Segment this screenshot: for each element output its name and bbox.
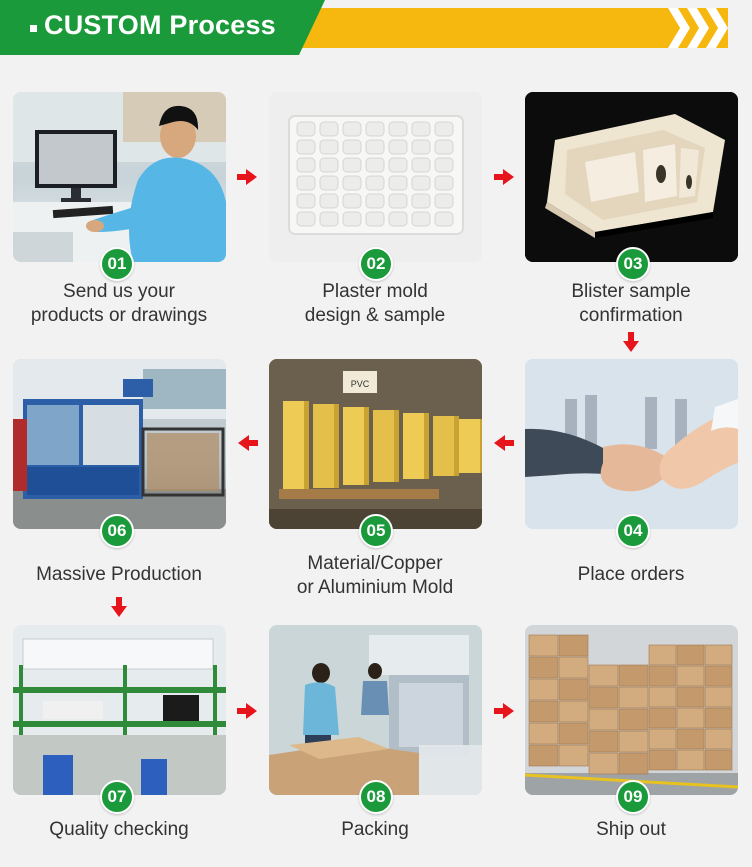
step-08-label: Packing <box>260 818 490 842</box>
arrow-left-icon <box>494 435 514 451</box>
step-09-image <box>525 625 738 795</box>
step-label-line: or Aluminium Mold <box>296 577 454 598</box>
step-01-label: Send us your products or drawings <box>4 280 234 328</box>
arrow-right-icon <box>237 169 257 185</box>
step-badge: 05 <box>359 514 393 548</box>
step-label-line: Plaster mold <box>322 281 428 302</box>
step-05-image: PVC <box>269 359 482 529</box>
pvc-sign-text: PVC <box>351 379 370 389</box>
step-badge: 09 <box>616 780 650 814</box>
step-badge: 04 <box>616 514 650 548</box>
arrow-down-icon <box>623 332 639 352</box>
chevron-right-icon <box>668 8 728 48</box>
step-05-label: Material/Copper or Aluminium Mold <box>260 552 490 600</box>
step-label-line: Material/Copper <box>307 553 443 574</box>
step-badge: 03 <box>616 247 650 281</box>
step-08-image <box>269 625 482 795</box>
step-03-image <box>525 92 738 262</box>
step-label-line: Massive Production <box>36 564 202 585</box>
header-yellow-bar <box>298 8 728 48</box>
arrow-right-icon <box>494 169 514 185</box>
step-label-line: products or drawings <box>30 305 208 326</box>
step-label-line: Blister sample <box>571 281 691 302</box>
header-title: CUSTOM Process <box>44 10 276 40</box>
step-02-image <box>269 92 482 262</box>
step-badge: 08 <box>359 780 393 814</box>
arrow-down-icon <box>111 597 127 617</box>
step-04-label: Place orders <box>516 563 746 587</box>
step-06-label: Massive Production <box>4 563 234 587</box>
step-03-label: Blister sample confirmation <box>516 280 746 328</box>
step-02-label: Plaster mold design & sample <box>260 280 490 328</box>
step-01-image <box>13 92 226 262</box>
arrow-left-icon <box>238 435 258 451</box>
step-04-image <box>525 359 738 529</box>
arrow-right-icon <box>494 703 514 719</box>
arrow-right-icon <box>237 703 257 719</box>
step-label-line: Packing <box>341 819 409 840</box>
step-label-line: design & sample <box>304 305 446 326</box>
step-label-line: Ship out <box>596 819 666 840</box>
step-label-line: Quality checking <box>49 819 189 840</box>
step-badge: 02 <box>359 247 393 281</box>
step-09-label: Ship out <box>516 818 746 842</box>
step-label-line: confirmation <box>579 305 683 326</box>
header-bullet-icon <box>30 25 37 32</box>
step-07-image <box>13 625 226 795</box>
step-07-label: Quality checking <box>4 818 234 842</box>
step-badge: 01 <box>100 247 134 281</box>
step-06-image <box>13 359 226 529</box>
step-badge: 06 <box>100 514 134 548</box>
header-green-bar <box>0 0 325 55</box>
step-label-line: Place orders <box>577 564 685 585</box>
step-label-line: Send us your <box>63 281 175 302</box>
step-badge: 07 <box>100 780 134 814</box>
